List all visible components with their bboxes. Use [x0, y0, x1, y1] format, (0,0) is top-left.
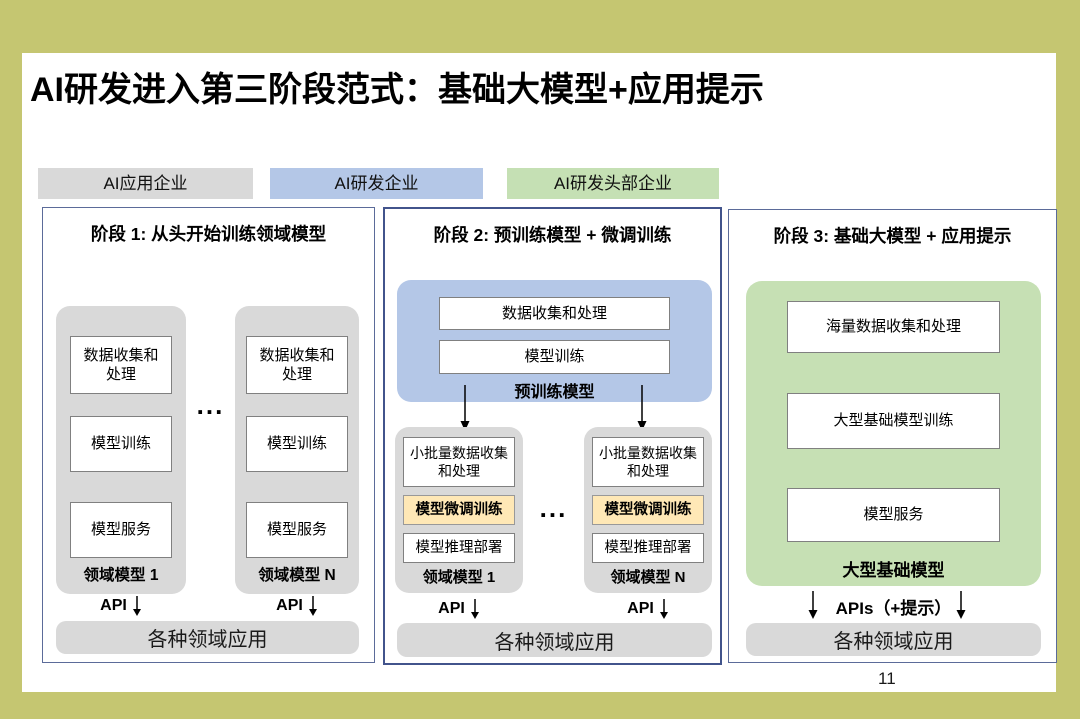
- step-model-serving: 模型服务: [246, 502, 348, 558]
- down-arrow-icon: [659, 599, 669, 619]
- step-small-batch-data: 小批量数据收集和处理: [592, 437, 704, 487]
- step-model-training: 模型训练: [439, 340, 670, 374]
- step-inference-deploy: 模型推理部署: [592, 533, 704, 563]
- domain-model-card: 数据收集和处理 模型训练 模型服务 领域模型 N: [235, 306, 359, 594]
- down-arrow-icon: [955, 591, 967, 619]
- api-label: API: [438, 600, 465, 617]
- down-arrow-icon: [470, 599, 480, 619]
- api-label: API: [627, 600, 654, 617]
- ellipsis: ...: [196, 390, 225, 420]
- step-data-collection: 数据收集和处理: [246, 336, 348, 394]
- step-model-training: 模型训练: [246, 416, 348, 472]
- card-label: 领域模型 1: [83, 567, 159, 584]
- panel-stage-1: 阶段 1: 从头开始训练领域模型 数据收集和处理 模型训练 模型服务 领域模型 …: [42, 207, 375, 663]
- foundation-model-card: 海量数据收集和处理 大型基础模型训练 模型服务 大型基础模型: [746, 281, 1041, 586]
- api-connector: API: [395, 599, 523, 619]
- down-arrow-icon: [636, 385, 648, 431]
- pretrained-model-card: 数据收集和处理 模型训练 预训练模型: [397, 280, 712, 402]
- foundation-model-label: 大型基础模型: [842, 561, 945, 580]
- apis-prompt-label: APIs（+提示）: [835, 599, 952, 618]
- domain-model-card: 数据收集和处理 模型训练 模型服务 领域模型 1: [56, 306, 186, 594]
- card-label: 领域模型 N: [610, 569, 686, 586]
- api-connector: API: [235, 596, 359, 616]
- panel-stage-2: 阶段 2: 预训练模型 + 微调训练 数据收集和处理 模型训练 预训练模型 小批…: [383, 207, 722, 665]
- pretrained-model-label: 预训练模型: [514, 384, 595, 401]
- api-connector: API: [56, 596, 186, 616]
- step-model-training: 模型训练: [70, 416, 172, 472]
- step-model-serving: 模型服务: [70, 502, 172, 558]
- step-finetune-training: 模型微调训练: [403, 495, 515, 525]
- down-arrow-icon: [308, 596, 318, 616]
- ellipsis: ...: [539, 493, 568, 523]
- legend-ai-application-companies: AI应用企业: [38, 168, 253, 199]
- step-inference-deploy: 模型推理部署: [403, 533, 515, 563]
- down-arrow-icon: [459, 385, 471, 431]
- api-connector: API: [584, 599, 712, 619]
- step-massive-data-collection: 海量数据收集和处理: [787, 301, 1000, 353]
- step-model-serving: 模型服务: [787, 488, 1000, 542]
- panel-stage-3: 阶段 3: 基础大模型 + 应用提示 海量数据收集和处理 大型基础模型训练 模型…: [728, 209, 1057, 663]
- domain-model-card: 小批量数据收集和处理 模型微调训练 模型推理部署 领域模型 N: [584, 427, 712, 593]
- domain-apps-bar: 各种领域应用: [746, 623, 1041, 656]
- step-data-collection: 数据收集和处理: [439, 297, 670, 331]
- step-finetune-training: 模型微调训练: [592, 495, 704, 525]
- page-number: 11: [878, 669, 896, 688]
- domain-apps-bar: 各种领域应用: [397, 623, 712, 657]
- step-data-collection: 数据收集和处理: [70, 336, 172, 394]
- api-label: API: [276, 597, 303, 614]
- legend-ai-rd-leading-companies: AI研发头部企业: [507, 168, 719, 199]
- down-arrow-icon: [807, 591, 819, 619]
- panel-2-header: 阶段 2: 预训练模型 + 微调训练: [433, 225, 672, 245]
- api-label: API: [100, 597, 127, 614]
- panel-1-header: 阶段 1: 从头开始训练领域模型: [90, 224, 327, 244]
- down-arrow-icon: [132, 596, 142, 616]
- domain-model-card: 小批量数据收集和处理 模型微调训练 模型推理部署 领域模型 1: [395, 427, 523, 593]
- step-small-batch-data: 小批量数据收集和处理: [403, 437, 515, 487]
- step-large-model-training: 大型基础模型训练: [787, 393, 1000, 449]
- page-title: AI研发进入第三阶段范式：基础大模型+应用提示: [30, 71, 764, 109]
- card-label: 领域模型 N: [258, 567, 336, 584]
- card-label: 领域模型 1: [422, 569, 496, 586]
- domain-apps-bar: 各种领域应用: [56, 621, 359, 654]
- panel-3-header: 阶段 3: 基础大模型 + 应用提示: [773, 226, 1012, 246]
- legend-ai-rd-companies: AI研发企业: [270, 168, 483, 199]
